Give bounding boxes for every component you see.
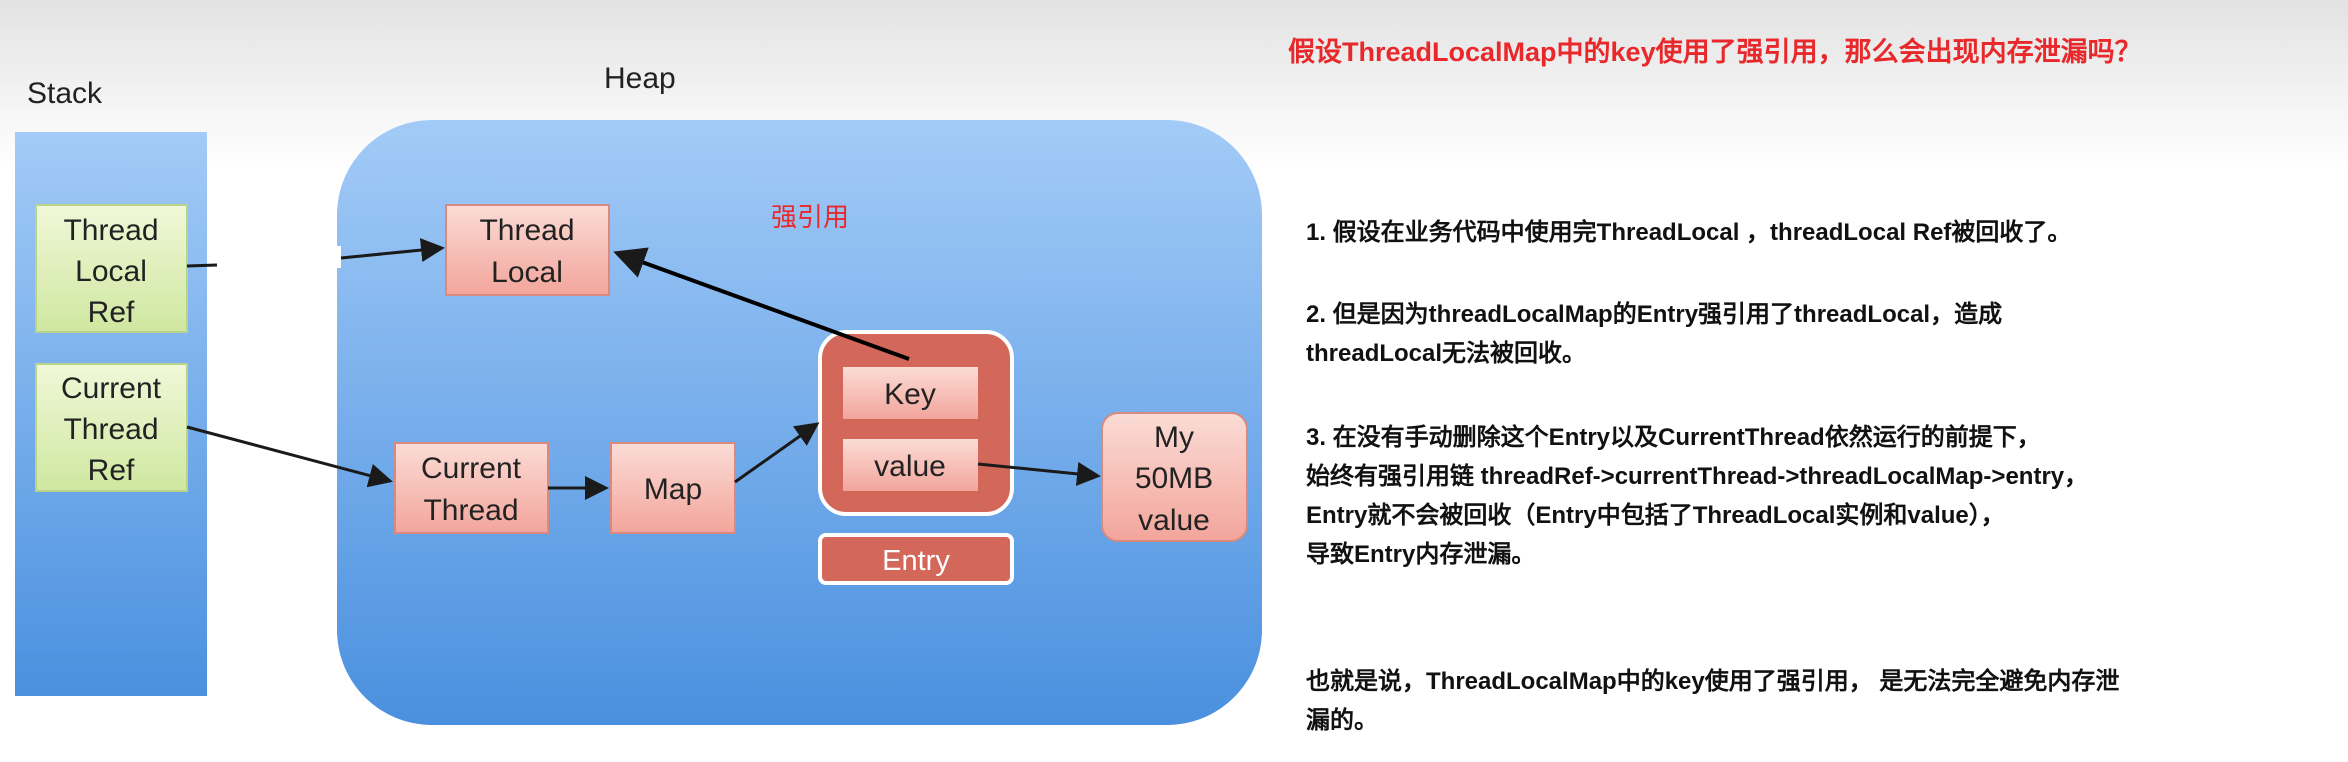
- slide-title: 假设ThreadLocalMap中的key使用了强引用，那么会出现内存泄漏吗？: [1288, 37, 2142, 67]
- map-box: Map: [610, 442, 736, 534]
- current-thread-box: Current Thread: [394, 442, 549, 534]
- stack-label: Stack: [27, 77, 103, 110]
- conclusion-line-2: 漏的。: [1306, 707, 1378, 734]
- arrow-key-to-thread-local: [613, 247, 910, 361]
- thread-local-ref-stub-line: [186, 263, 218, 268]
- svg-text:Thread: Thread: [479, 214, 574, 247]
- value-box: [843, 439, 978, 491]
- svg-text:Ref: Ref: [88, 296, 135, 329]
- arrow-value-to-big-value: [977, 461, 1101, 486]
- svg-text:Thread: Thread: [423, 494, 518, 527]
- svg-text:Thread: Thread: [63, 214, 158, 247]
- conclusion-line-1: 也就是说，ThreadLocalMap中的key使用了强引用， 是无法完全避免内…: [1306, 668, 2120, 695]
- svg-text:Key: Key: [884, 378, 936, 411]
- thread-local-ref-box: Thread Local Ref: [35, 204, 188, 333]
- svg-text:Local: Local: [491, 256, 563, 289]
- big-value-box: My 50MB value: [1101, 412, 1248, 542]
- point-3-line-3: Entry就不会被回收（Entry中包括了ThreadLocal实例和value…: [1306, 502, 2005, 529]
- thread-local-box: Thread Local: [445, 204, 610, 296]
- heap-label: Heap: [604, 62, 676, 95]
- point-3-line-2: 始终有强引用链 threadRef->currentThread->thread…: [1306, 463, 2089, 490]
- svg-text:Thread: Thread: [63, 413, 158, 446]
- arrow-ref-to-current-thread: [186, 425, 393, 488]
- entry-label-box: Entry: [818, 533, 1014, 585]
- svg-text:Ref: Ref: [88, 454, 135, 487]
- key-box: [843, 367, 978, 419]
- arrow-map-to-entry: [734, 422, 820, 484]
- svg-text:Current: Current: [61, 372, 162, 405]
- svg-text:My: My: [1154, 421, 1194, 454]
- point-1: 1. 假设在业务代码中使用完ThreadLocal ，threadLocal R…: [1306, 219, 2072, 246]
- svg-text:value: value: [1138, 504, 1210, 537]
- broken-reference-gap: [327, 246, 341, 268]
- point-3-line-4: 导致Entry内存泄漏。: [1306, 541, 1536, 568]
- arrow-ref-to-thread-local: [340, 238, 445, 263]
- svg-text:Local: Local: [75, 255, 147, 288]
- point-3-line-1: 3. 在没有手动删除这个Entry以及CurrentThread依然运行的前提下…: [1306, 424, 2041, 451]
- point-2-line-2: threadLocal无法被回收。: [1306, 340, 1587, 367]
- svg-text:Current: Current: [421, 452, 522, 485]
- current-thread-ref-box: Current Thread Ref: [35, 363, 188, 492]
- svg-text:value: value: [874, 450, 946, 483]
- strong-reference-label: 强引用: [771, 202, 849, 232]
- svg-text:50MB: 50MB: [1135, 462, 1213, 495]
- svg-text:Entry: Entry: [882, 545, 950, 577]
- point-2-line-1: 2. 但是因为threadLocalMap的Entry强引用了threadLoc…: [1306, 301, 2003, 328]
- entry-box: Key value: [818, 330, 1014, 516]
- svg-text:Map: Map: [644, 473, 702, 506]
